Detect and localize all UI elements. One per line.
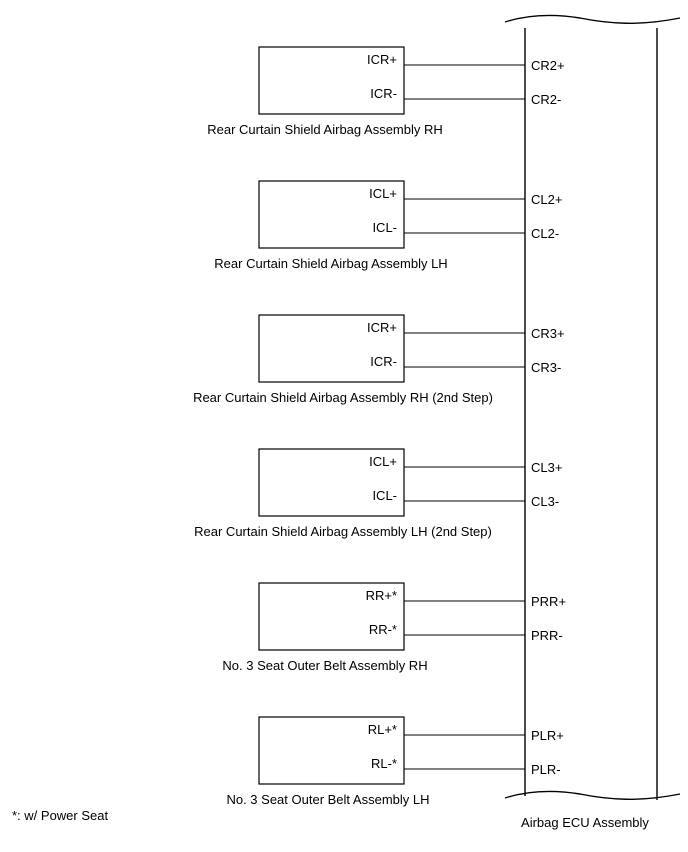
- ecu-pin-label: CR3-: [531, 360, 561, 375]
- ecu-label: Airbag ECU Assembly: [521, 815, 649, 830]
- component-box: [258, 448, 405, 517]
- ecu-pin-label: PRR+: [531, 594, 566, 609]
- component-pin-label: ICL+: [369, 454, 397, 469]
- component-box: [258, 314, 405, 383]
- ecu-assembly-outline: [504, 14, 681, 800]
- component-pin-label: ICR-: [370, 354, 397, 369]
- component-block: ICL+ CL2+ ICL- CL2- Rear Curtain Shield Airb…: [214, 180, 562, 271]
- component-block: RR+* PRR+ RR-* PRR- No. 3 Seat Outer Belt As…: [222, 582, 566, 673]
- component-name: Rear Curtain Shield Airbag Assembly LH (…: [194, 524, 492, 539]
- component-name: Rear Curtain Shield Airbag Assembly RH: [207, 122, 443, 137]
- component-block: ICL+ CL3+ ICL- CL3- Rear Curtain Shield Airb…: [194, 448, 562, 539]
- component-pin-label: ICR-: [370, 86, 397, 101]
- component-name: No. 3 Seat Outer Belt Assembly RH: [222, 658, 427, 673]
- ecu-pin-label: CL3+: [531, 460, 562, 475]
- component-pin-label: ICL+: [369, 186, 397, 201]
- component-box: [258, 582, 405, 651]
- component-box: [258, 716, 405, 785]
- ecu-pin-label: CR2-: [531, 92, 561, 107]
- component-pin-label: ICL-: [372, 220, 397, 235]
- footnote: *: w/ Power Seat: [12, 808, 108, 823]
- component-pin-label: RL-*: [371, 756, 397, 771]
- component-block: RL+* PLR+ RL-* PLR- No. 3 Seat Outer Belt As…: [226, 716, 564, 807]
- component-pin-label: ICL-: [372, 488, 397, 503]
- component-block: ICR+ CR2+ ICR- CR2- Rear Curtain Shield Airb…: [207, 46, 565, 137]
- component-name: No. 3 Seat Outer Belt Assembly LH: [226, 792, 429, 807]
- ecu-pin-label: CR2+: [531, 58, 565, 73]
- component-pin-label: RR+*: [366, 588, 397, 603]
- ecu-pin-label: CL3-: [531, 494, 559, 509]
- component-box: [258, 46, 405, 115]
- ecu-pin-label: PRR-: [531, 628, 563, 643]
- component-name: Rear Curtain Shield Airbag Assembly LH: [214, 256, 447, 271]
- component-pin-label: ICR+: [367, 52, 397, 67]
- component-pin-label: ICR+: [367, 320, 397, 335]
- ecu-pin-label: CL2+: [531, 192, 562, 207]
- ecu-pin-label: CL2-: [531, 226, 559, 241]
- ecu-pin-label: PLR+: [531, 728, 564, 743]
- ecu-pin-label: CR3+: [531, 326, 565, 341]
- ecu-pin-label: PLR-: [531, 762, 561, 777]
- component-pin-label: RR-*: [369, 622, 397, 637]
- component-box: [258, 180, 405, 249]
- component-name: Rear Curtain Shield Airbag Assembly RH (…: [193, 390, 493, 405]
- component-block: ICR+ CR3+ ICR- CR3- Rear Curtain Shield Airb…: [193, 314, 565, 405]
- component-pin-label: RL+*: [368, 722, 397, 737]
